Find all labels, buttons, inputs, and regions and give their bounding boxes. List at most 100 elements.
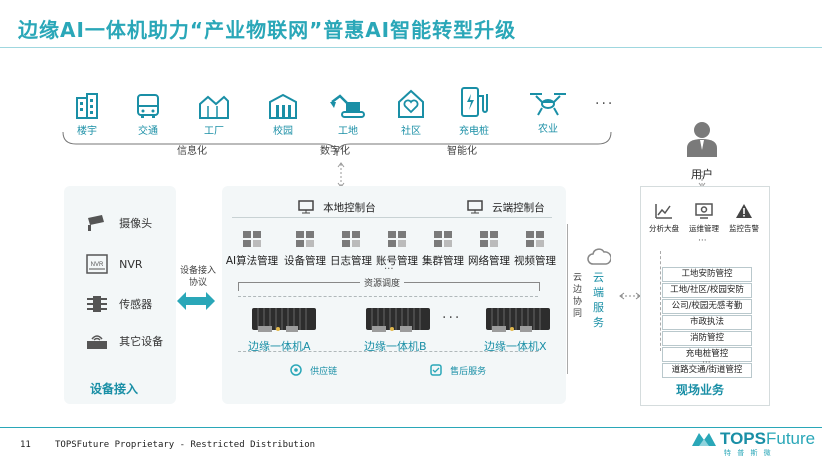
- cloud-edge-collab-label: 云边协同: [573, 273, 583, 319]
- bottom-dashed-line: [238, 351, 538, 352]
- cloud-console-label: 云端控制台: [492, 202, 545, 214]
- router-icon: [87, 334, 107, 349]
- industry-agriculture: 农业: [518, 88, 578, 135]
- school-icon: [269, 93, 297, 119]
- module-label: 设备管理: [284, 255, 326, 267]
- tools-more: ···: [698, 236, 707, 246]
- after-sale: 售后服务: [430, 359, 486, 378]
- device-access-title: 设备接入: [90, 382, 139, 396]
- page-number: 11: [20, 440, 31, 450]
- device-label: 摄像头: [119, 217, 153, 230]
- monitor-icon: [298, 199, 314, 213]
- charging-pile-icon: [461, 87, 488, 117]
- user-block: 用户: [680, 120, 724, 182]
- industry-label: 工厂: [204, 126, 224, 137]
- warning-icon: [736, 204, 752, 218]
- chart-icon: [655, 204, 672, 219]
- logo-mark-icon: [692, 433, 716, 446]
- trend-digitalization: 数字化: [320, 146, 350, 157]
- industry-building: 楼宇: [57, 92, 117, 137]
- supply-chain: 供应链: [290, 359, 337, 378]
- list-item: 道路交通/街道管控: [662, 363, 752, 378]
- module-label: 视频管理: [514, 255, 556, 267]
- device-access-panel: [64, 186, 176, 404]
- resource-label: 资源调度: [360, 276, 405, 289]
- list-item: 公司/校园无感考勤: [662, 299, 752, 314]
- modules-more: ···: [384, 264, 394, 275]
- logo-brand-bold: TOPS: [720, 429, 766, 448]
- industry-label: 充电桩: [459, 126, 489, 137]
- tool-label: 监控告警: [729, 224, 759, 233]
- sensor-icon: [87, 295, 107, 312]
- device-label: 传感器: [119, 298, 153, 311]
- excavator-icon: [330, 94, 365, 118]
- device-nvr: NVR NVR: [86, 253, 143, 274]
- module-icon: [388, 231, 406, 247]
- trend-intelligence: 智能化: [447, 146, 477, 157]
- list-more: ···: [702, 358, 711, 368]
- module-icon: [434, 231, 452, 247]
- module-cluster: 集群管理: [417, 231, 469, 268]
- industries-brace: [62, 131, 612, 157]
- industry-community: 社区: [381, 86, 441, 137]
- cloud-icon: [587, 248, 611, 265]
- camera-icon: [88, 214, 104, 231]
- device-sensor: 传感器: [86, 293, 152, 313]
- module-label: AI算法管理: [225, 255, 279, 267]
- device-camera: 摄像头: [86, 212, 152, 232]
- module-label: 集群管理: [422, 255, 464, 267]
- user-label: 用户: [691, 168, 713, 181]
- module-icon: [342, 231, 360, 247]
- protocol-label: 设备接入协议: [179, 266, 216, 288]
- device-label: NVR: [119, 258, 143, 271]
- module-icon: [526, 231, 544, 247]
- edge-more: ···: [442, 310, 462, 326]
- module-icon: [296, 231, 314, 247]
- module-network: 网络管理: [463, 231, 515, 268]
- cloud-service-label: 云端服务: [593, 271, 604, 329]
- module-ai-algorithm: AI算法管理: [225, 231, 279, 268]
- industry-factory: 工厂: [184, 92, 244, 137]
- industry-school: 校园: [253, 92, 313, 137]
- list-left-dashed: [660, 251, 662, 351]
- edge-device-label: 边缘一体机A: [248, 340, 311, 353]
- industry-label: 校园: [273, 126, 293, 137]
- bidirectional-arrow-icon: [177, 292, 215, 310]
- industry-label: 农业: [538, 124, 558, 135]
- cloud-console: 云端控制台: [467, 196, 545, 215]
- tool-label: 运维管理: [689, 224, 719, 233]
- house-heart-icon: [398, 89, 424, 118]
- device-other: 其它设备: [86, 330, 163, 350]
- local-console-label: 本地控制台: [323, 202, 376, 214]
- user-icon: [687, 122, 717, 157]
- factory-icon: [199, 95, 229, 119]
- list-item: 市政执法: [662, 315, 752, 330]
- monitor-icon: [467, 199, 483, 213]
- industry-label: 社区: [401, 126, 421, 137]
- industry-charging: 充电桩: [444, 84, 504, 137]
- tool-ops: 运维管理: [686, 203, 722, 234]
- collab-divider: [567, 224, 568, 374]
- module-label: 日志管理: [330, 255, 372, 267]
- logo-subtitle: 特 普 斯 微: [724, 449, 773, 457]
- nvr-icon: NVR: [86, 253, 108, 274]
- module-label: 账号管理: [376, 255, 418, 267]
- footer-text: TOPSFuture Proprietary - Restricted Dist…: [55, 440, 316, 450]
- trend-informatization: 信息化: [177, 146, 207, 157]
- module-video: 视频管理: [509, 231, 561, 268]
- list-item: 工地/社区/校园安防: [662, 283, 752, 298]
- resource-dashed-line: [238, 296, 538, 297]
- field-connector-arrow: [619, 292, 641, 300]
- edge-device-label: 边缘一体机B: [364, 340, 427, 353]
- drone-icon: [530, 93, 566, 116]
- industry-construction: 工地: [318, 92, 378, 137]
- edge-platform-panel: [222, 186, 566, 404]
- supply-chain-icon: [290, 363, 302, 376]
- bus-icon: [137, 94, 159, 118]
- company-logo: TOPSFuture 特 普 斯 微: [690, 428, 818, 460]
- field-business-list: 工地安防管控 工地/社区/校园安防 公司/校园无感考勤 市政执法 消防管控 充电…: [662, 267, 752, 379]
- edge-device-icon: [252, 308, 316, 332]
- svg-text:NVR: NVR: [91, 262, 104, 268]
- after-sale-label: 售后服务: [450, 367, 487, 377]
- footer-rule: [0, 427, 822, 428]
